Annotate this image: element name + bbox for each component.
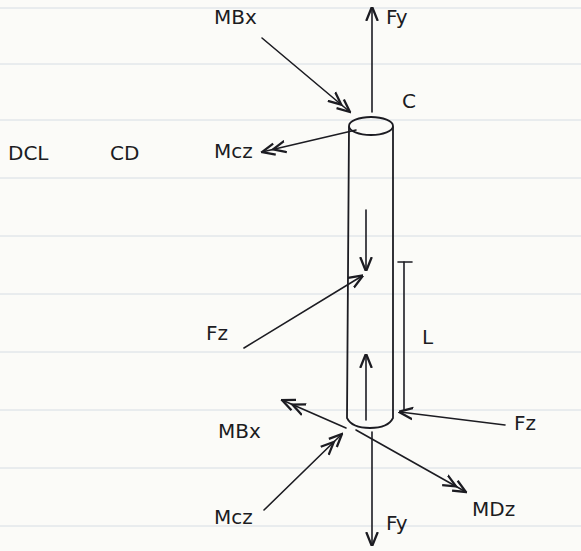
force-label: Fy [384,6,410,28]
moment-label: MDz [470,498,517,520]
moment-label: Mcz [212,506,255,528]
force-label: Fz [512,412,538,434]
body-name: CD [108,142,141,164]
dimension-label: L [420,326,435,348]
diagram-title: DCL [6,142,51,164]
force-label: Fy [384,512,410,534]
column-body [347,117,393,428]
moment-label: Mcz [212,140,255,162]
moment-label: MBx [216,420,263,442]
force-label: Fz [204,322,230,344]
point-label: C [400,90,418,112]
moment-label: MBx [212,6,259,28]
ruled-lines [0,8,581,526]
force-arrows [244,8,505,545]
